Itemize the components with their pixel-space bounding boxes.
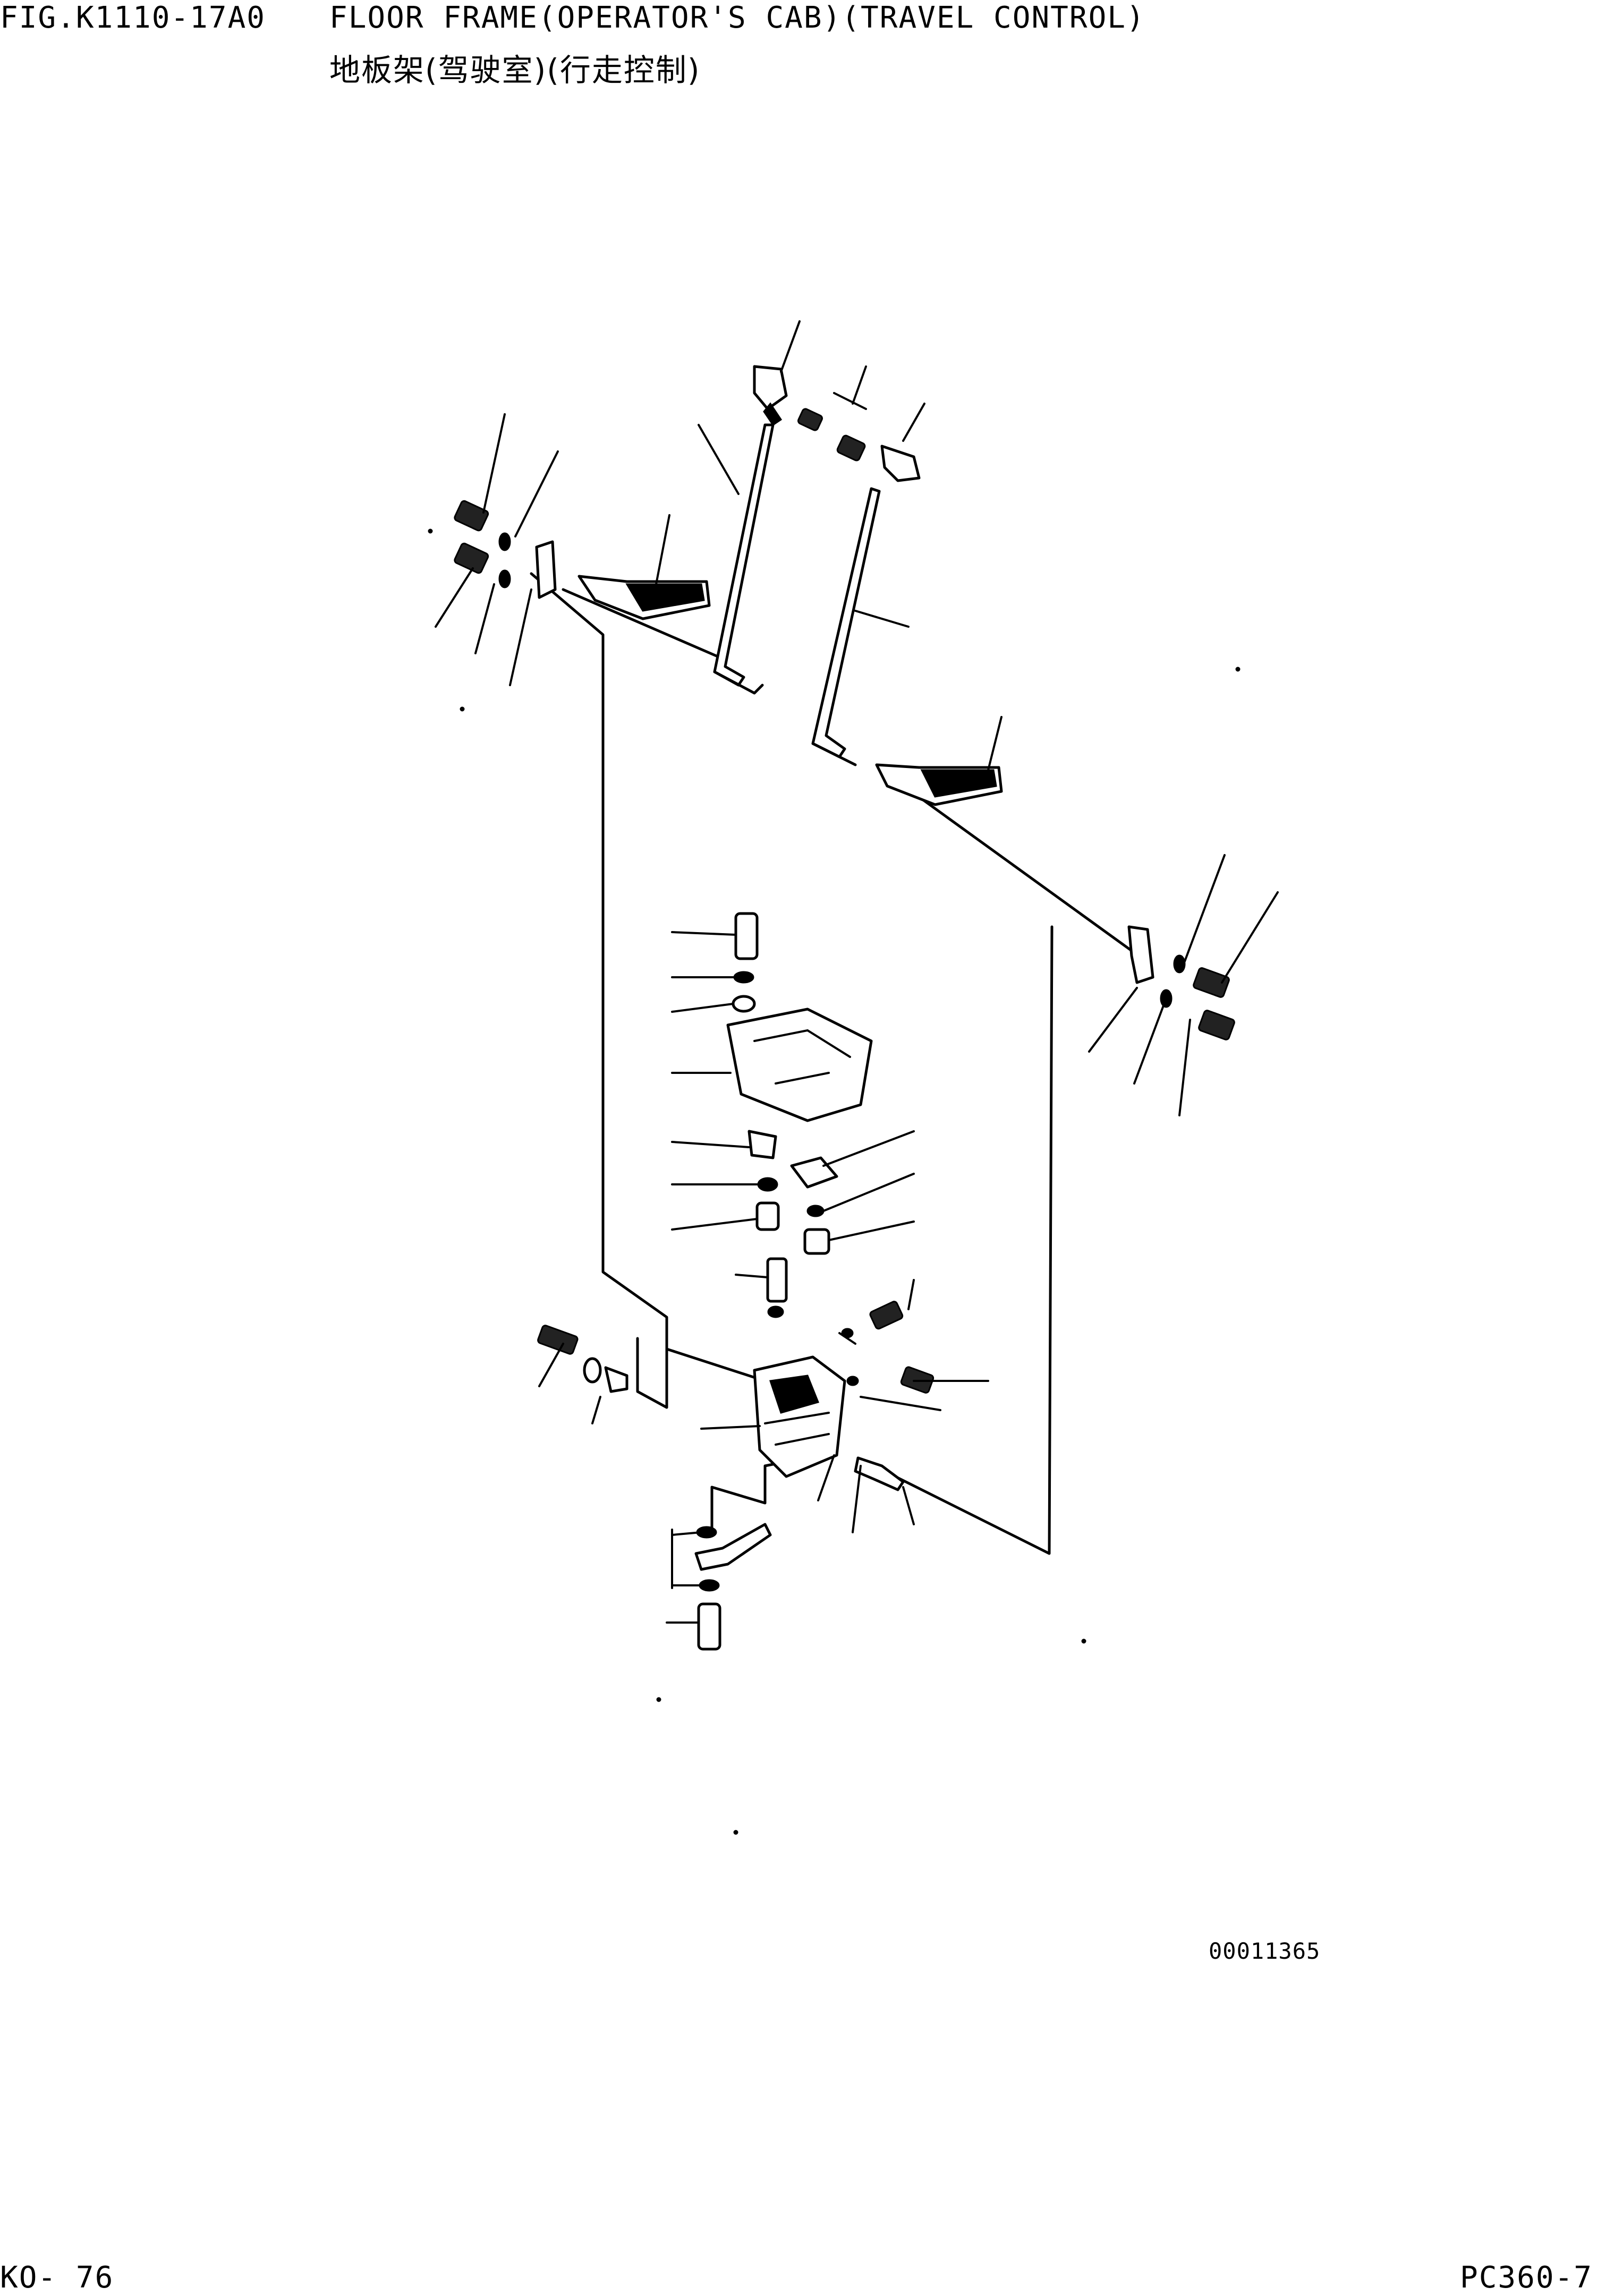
scan-specks	[428, 528, 1241, 1835]
bolts-right-bracket	[1160, 954, 1235, 1040]
pilot-valve-body	[753, 1301, 935, 1491]
travel-rod-right	[811, 487, 881, 766]
figure-code: FIG.K1110-17A0	[0, 1, 266, 35]
side-fitting	[537, 1325, 628, 1393]
travel-pedal-left	[535, 540, 711, 620]
elbow-fitting	[694, 1523, 772, 1651]
bolts-left-bracket	[454, 500, 511, 588]
upper-pivot-right	[836, 434, 921, 482]
drawing-number: 00011365	[1209, 1938, 1321, 1964]
travel-rod-left	[713, 423, 775, 695]
assembly-lines	[530, 572, 1133, 1555]
page-title-chinese: 地板架(驾驶室)(行走控制)	[329, 52, 701, 88]
page-number: KO- 76	[0, 2260, 114, 2295]
travel-pedal-right	[875, 763, 1154, 984]
leader-lines	[435, 320, 1279, 1624]
upper-pivot-left	[753, 365, 823, 431]
page-title-english: FLOOR FRAME(OPERATOR'S CAB)(TRAVEL CONTR…	[329, 1, 1145, 35]
machine-model: PC360-7	[1459, 2260, 1593, 2295]
damper-stack	[726, 912, 873, 1318]
